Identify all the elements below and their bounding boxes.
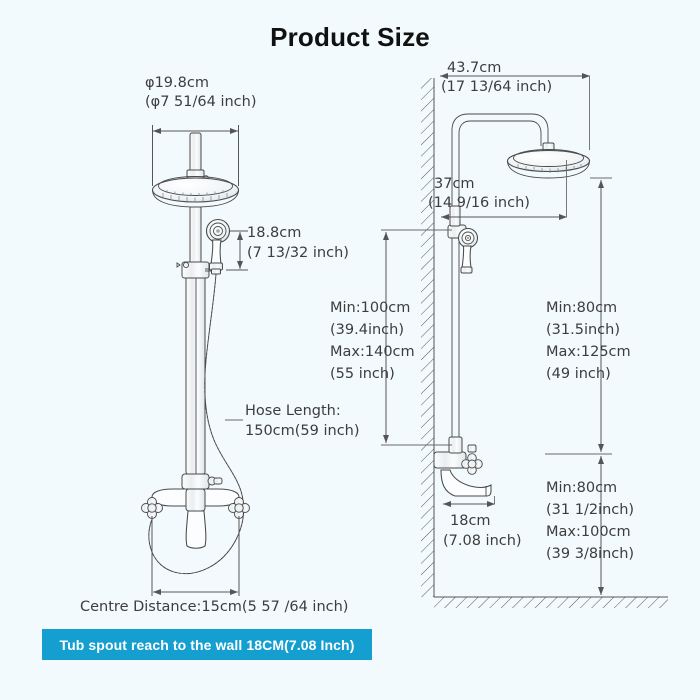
label-head-diameter-cm: φ19.8cm [145, 75, 209, 91]
page-title: Product Size [270, 22, 430, 52]
label-head-diameter-in: (φ7 51/64 inch) [145, 94, 257, 110]
label-riser-max-cm: Max:140cm [330, 344, 415, 360]
label-spout-max-cm: Max:100cm [546, 524, 631, 540]
label-spout-max-in: (39 3/8inch) [546, 546, 634, 562]
label-riser-min-cm: Min:100cm [330, 300, 410, 316]
side-view-drawing [381, 73, 668, 608]
label-handheld-height-in: (7 13/32 inch) [247, 245, 349, 261]
label-spout-reach-in: (7.08 inch) [443, 533, 522, 549]
label-total-height-cm: 43.7cm [447, 60, 501, 76]
label-head-max-cm: Max:125cm [546, 344, 631, 360]
handle-side [461, 444, 483, 475]
label-spout-reach-cm: 18cm [450, 513, 491, 529]
label-spout-min-in: (31 1/2inch) [546, 502, 634, 518]
label-arm-reach-cm: 37cm [434, 176, 475, 192]
label-head-min-in: (31.5inch) [546, 322, 620, 338]
label-riser-min-in: (39.4inch) [330, 322, 404, 338]
label-hose-length-title: Hose Length: [245, 403, 341, 419]
banner-text: Tub spout reach to the wall 18CM(7.08 In… [59, 636, 355, 653]
label-hose-length-value: 150cm(59 inch) [245, 423, 360, 439]
label-centre-distance: Centre Distance:15cm(5 57 /64 inch) [80, 599, 348, 615]
label-handheld-height-cm: 18.8cm [247, 225, 301, 241]
front-view-drawing [141, 125, 250, 596]
handle-left [141, 497, 163, 519]
handle-right [228, 497, 250, 519]
label-head-max-in: (49 inch) [546, 366, 611, 382]
label-head-min-cm: Min:80cm [546, 300, 617, 316]
label-spout-min-cm: Min:80cm [546, 480, 617, 496]
label-riser-max-in: (55 inch) [330, 366, 395, 382]
label-arm-reach-in: (14 9/16 inch) [428, 195, 530, 211]
spout-reach-banner: Tub spout reach to the wall 18CM(7.08 In… [42, 629, 372, 660]
label-total-height-in: (17 13/64 inch) [441, 79, 552, 95]
